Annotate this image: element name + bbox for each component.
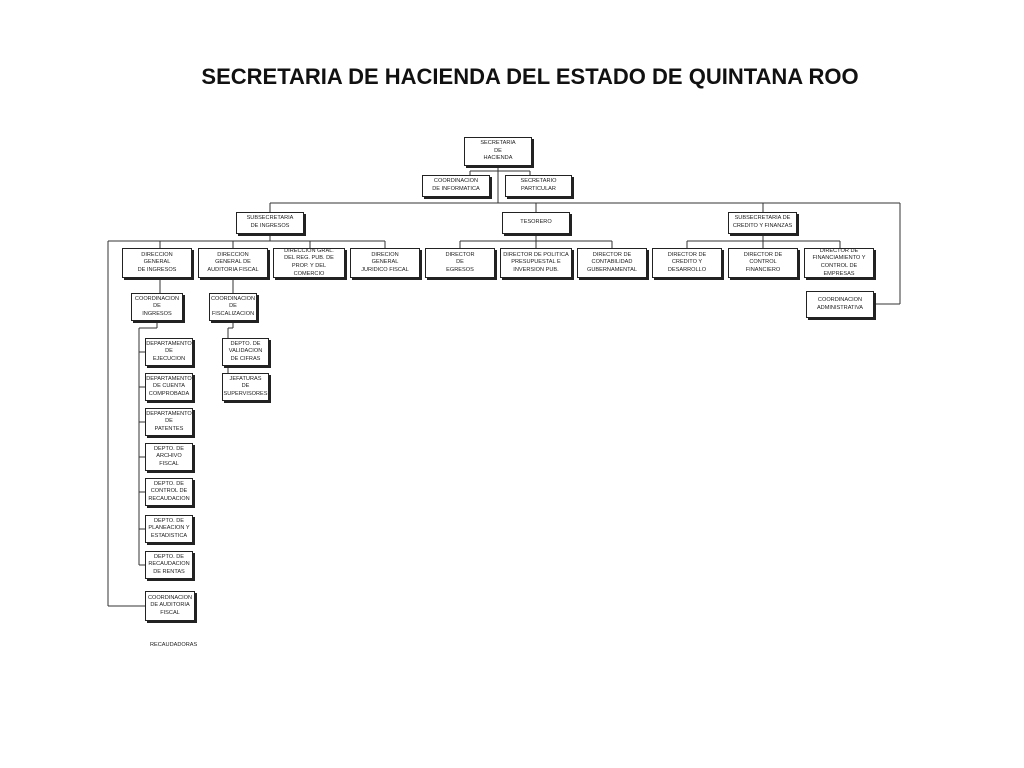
secretario-particular-box: SECRETARIO PARTICULAR <box>505 175 572 197</box>
depto-cuenta-box: DEPARTAMENTO DE CUENTA COMPROBADA <box>145 373 193 401</box>
depto-patentes-box: DEPARTAMENTO DE PATENTES <box>145 408 193 436</box>
coord-fiscalizacion-box: COORDINACION DE FISCALIZACION <box>209 293 257 321</box>
dir-control-fin-box: DIRECTOR DE CONTROL FINANCIERO <box>728 248 798 278</box>
depto-control-rec-box: DEPTO. DE CONTROL DE RECAUDACION <box>145 478 193 506</box>
footnote-recaudadoras: RECAUDADORAS <box>150 642 198 648</box>
dir-gral-auditoria-box: DIRECCION GENERAL DE AUDITORIA FISCAL <box>198 248 268 278</box>
dir-egresos-box: DIRECTOR DE EGRESOS <box>425 248 495 278</box>
depto-archivo-box: DEPTO. DE ARCHIVO FISCAL <box>145 443 193 471</box>
dir-gral-reg-pub-box: DIRECCION GRAL. DEL REG. PUB. DE PROP. Y… <box>273 248 345 278</box>
subsec-credito-box: SUBSECRETARIA DE CREDITO Y FINANZAS <box>728 212 797 234</box>
depto-validacion-box: DEPTO. DE VALIDACION DE CIFRAS <box>222 338 269 366</box>
tesorero-box: TESORERO <box>502 212 570 234</box>
secretaria-box: SECRETARIA DE HACIENDA <box>464 137 532 166</box>
depto-recaudacion-box: DEPTO. DE RECAUDACION DE RENTAS <box>145 551 193 579</box>
dir-gral-juridico-box: DIRECION GENERAL JURIDICO FISCAL <box>350 248 420 278</box>
coord-auditoria-box: COORDINACION DE AUDITORIA FISCAL <box>145 591 195 621</box>
jefaturas-box: JEFATURAS DE SUPERVISORES <box>222 373 269 401</box>
dir-politica-box: DIRECTOR DE POLITICA PRESUPUESTAL E INVE… <box>500 248 572 278</box>
subsec-ingresos-box: SUBSECRETARIA DE INGRESOS <box>236 212 304 234</box>
dir-contabilidad-box: DIRECTOR DE CONTABILIDAD GUBERNAMENTAL <box>577 248 647 278</box>
dir-financiamiento-box: DIRECTOR DE FINANCIAMIENTO Y CONTROL DE … <box>804 248 874 278</box>
dir-credito-box: DIRECTOR DE CREDITO Y DESARROLLO <box>652 248 722 278</box>
page-title: SECRETARIA DE HACIENDA DEL ESTADO DE QUI… <box>201 64 859 89</box>
coord-informatica-box: COORDINACION DE INFORMATICA <box>422 175 490 197</box>
depto-planeacion-box: DEPTO. DE PLANEACION Y ESTADISTICA <box>145 515 193 543</box>
dir-gral-ingresos-box: DIRECCION GENERAL DE INGRESOS <box>122 248 192 278</box>
depto-ejecucion-box: DEPARTAMENTO DE EJECUCION <box>145 338 193 366</box>
coord-administrativa-box: COORDINACION ADMINISTRATIVA <box>806 291 874 318</box>
coord-ingresos-box: COORDINACION DE INGRESOS <box>131 293 183 321</box>
